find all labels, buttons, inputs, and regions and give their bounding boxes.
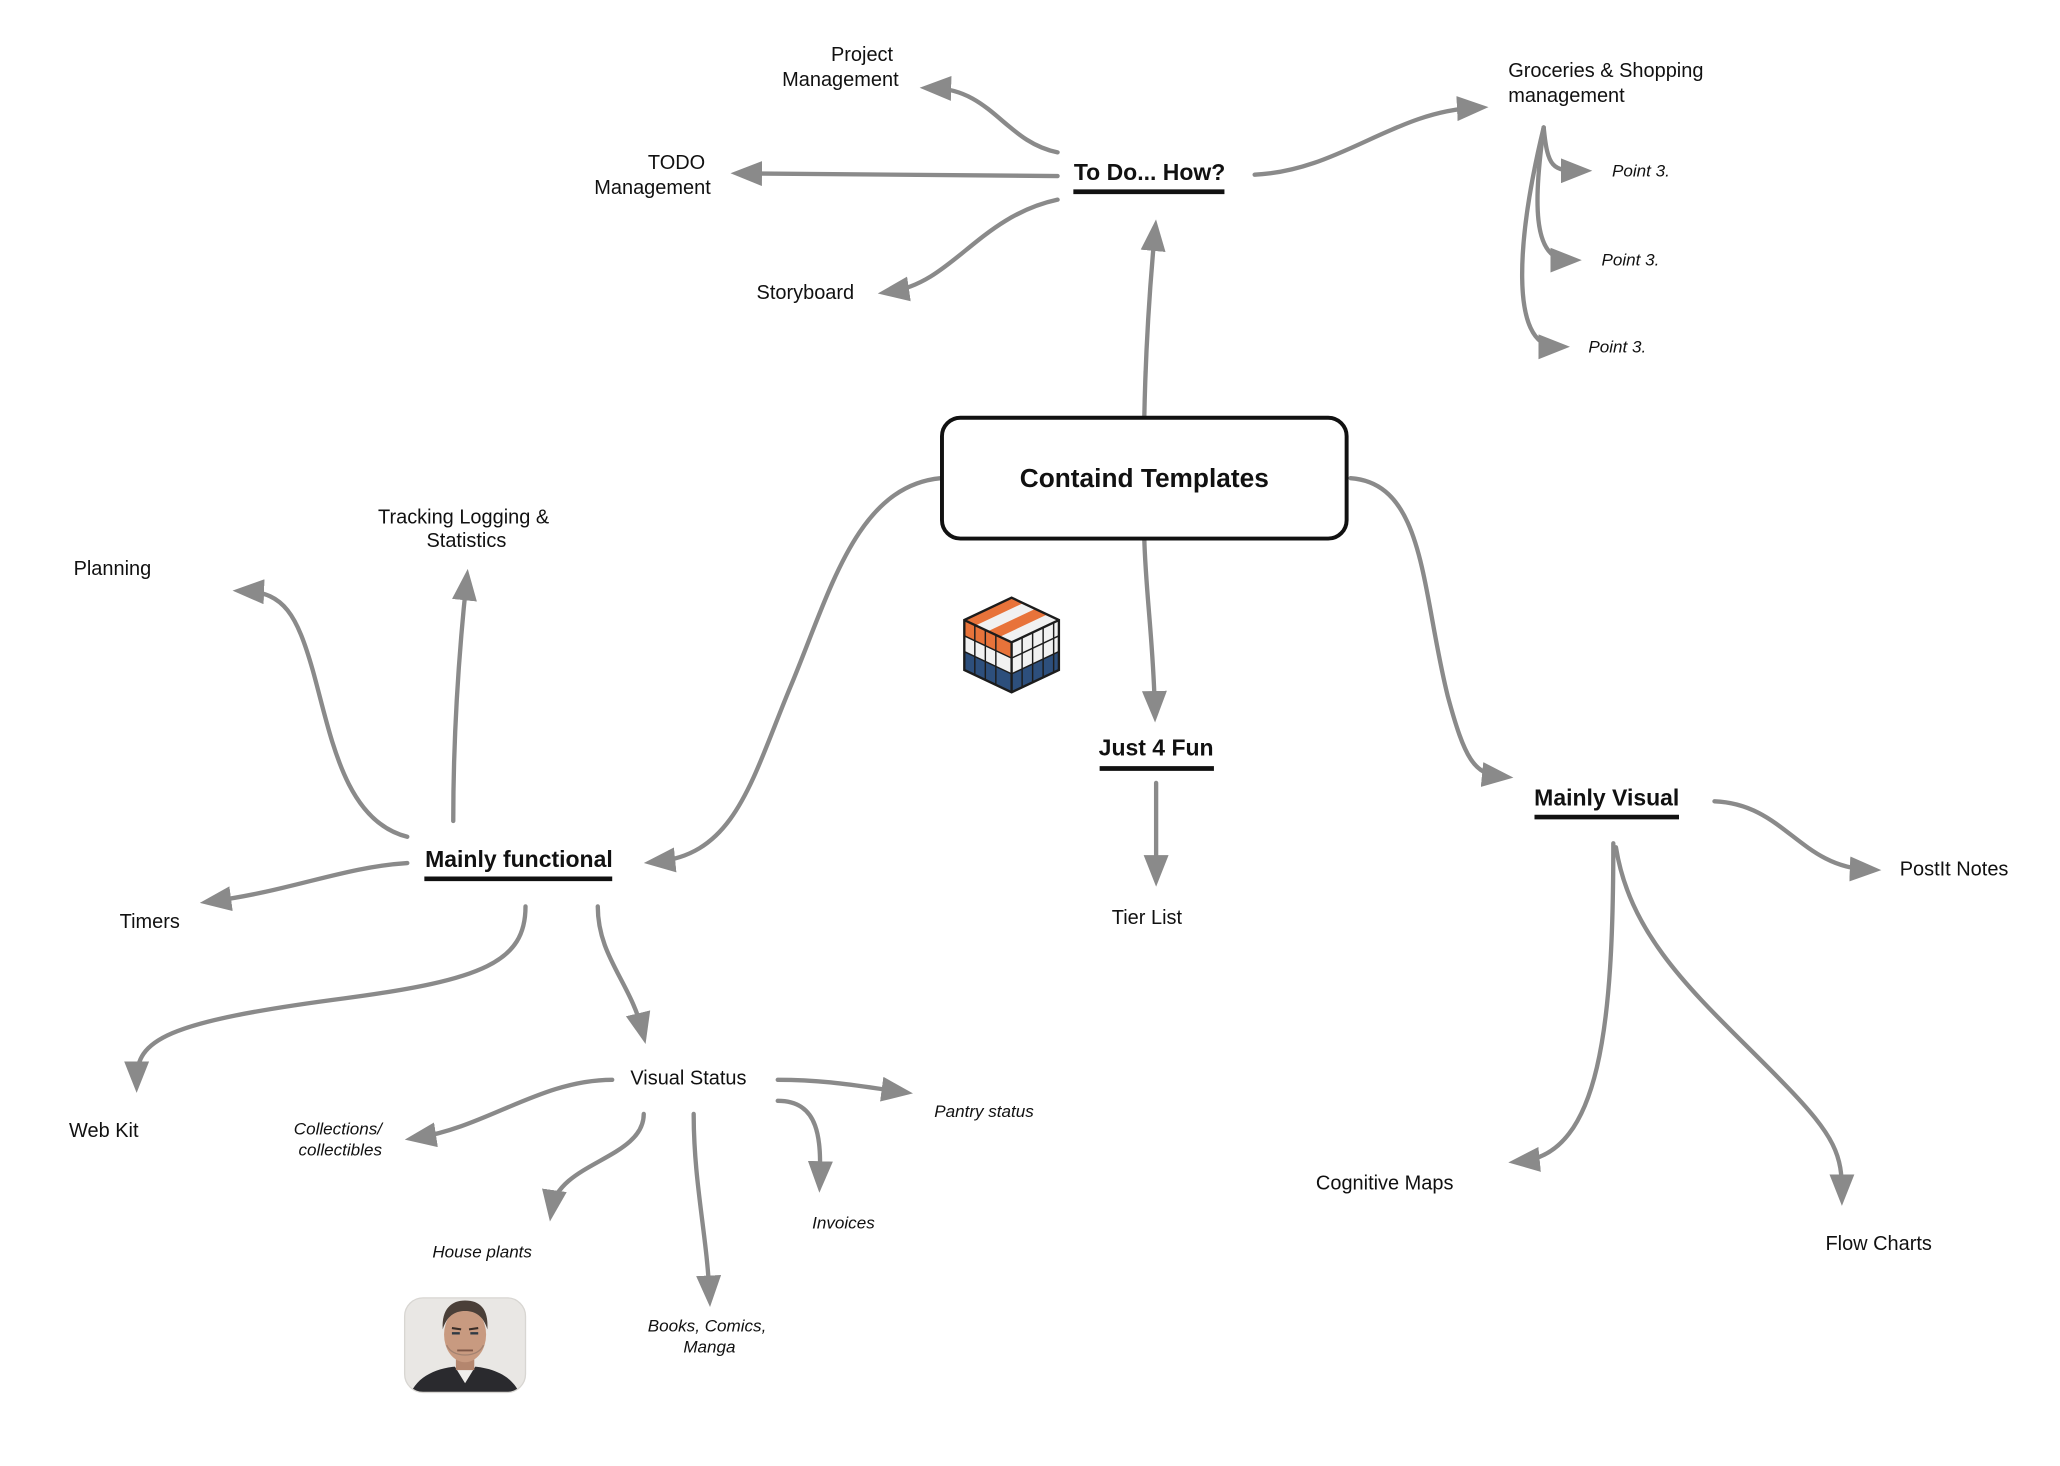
node-just-4-fun[interactable]: Just 4 Fun xyxy=(1099,734,1214,771)
root-node-label[interactable]: Containd Templates xyxy=(1020,463,1269,493)
arrow-functional-to-web-kit xyxy=(124,904,528,1093)
arrow-root-to-just-4-fun xyxy=(1141,536,1167,723)
node-todo-management-line-2: Management xyxy=(594,177,711,199)
node-groceries[interactable]: Groceries & Shopping management xyxy=(1508,60,1709,107)
node-planning[interactable]: Planning xyxy=(74,558,152,580)
arrow-todo-to-groceries xyxy=(1252,96,1489,177)
arrow-functional-to-timers xyxy=(199,860,410,912)
node-todo[interactable]: To Do... How? xyxy=(1073,159,1225,195)
node-point-1[interactable]: Point 3. xyxy=(1612,161,1670,180)
node-flow-charts[interactable]: Flow Charts xyxy=(1825,1233,1931,1255)
node-project-management-line-1: Project xyxy=(831,44,894,66)
arrow-visual-to-postit-notes xyxy=(1712,799,1882,882)
node-storyboard[interactable]: Storyboard xyxy=(757,282,855,304)
arrow-functional-to-visual-status xyxy=(595,904,651,1044)
node-just-4-fun-label[interactable]: Just 4 Fun xyxy=(1099,734,1214,760)
arrow-root-to-mainly-functional xyxy=(643,475,943,873)
portrait-avatar xyxy=(403,1297,527,1394)
node-postit-notes[interactable]: PostIt Notes xyxy=(1900,859,2009,881)
node-books-line-2: Manga xyxy=(683,1337,735,1356)
node-web-kit[interactable]: Web Kit xyxy=(69,1120,139,1142)
arrow-root-to-mainly-visual xyxy=(1348,475,1514,787)
node-pantry-status[interactable]: Pantry status xyxy=(934,1102,1034,1121)
arrow-visual-to-cognitive-maps xyxy=(1508,841,1616,1172)
node-cognitive-maps[interactable]: Cognitive Maps xyxy=(1316,1173,1454,1195)
node-groceries-line-1: Groceries & Shopping xyxy=(1508,60,1703,82)
node-books[interactable]: Books, Comics, Manga xyxy=(648,1316,771,1356)
node-tracking-line-2: Statistics xyxy=(426,530,506,552)
arrow-visual-to-flow-charts xyxy=(1613,845,1855,1206)
node-mainly-visual[interactable]: Mainly Visual xyxy=(1534,784,1679,820)
node-timers[interactable]: Timers xyxy=(120,911,180,933)
layered-cube-icon xyxy=(963,596,1061,694)
arrow-root-to-todo xyxy=(1140,219,1166,420)
arrow-status-to-books xyxy=(691,1111,722,1308)
node-point-2[interactable]: Point 3. xyxy=(1601,251,1659,270)
node-tier-list[interactable]: Tier List xyxy=(1112,907,1183,929)
arrow-functional-to-tracking xyxy=(451,568,477,824)
node-tracking-line-1: Tracking Logging & xyxy=(378,507,549,529)
node-collections[interactable]: Collections/ collectibles xyxy=(294,1119,387,1159)
node-house-plants[interactable]: House plants xyxy=(432,1242,532,1261)
arrow-status-to-collections xyxy=(404,1077,615,1148)
arrow-todo-to-storyboard xyxy=(877,197,1060,302)
node-mainly-functional-label[interactable]: Mainly functional xyxy=(425,846,613,872)
arrow-groceries-to-point-3 xyxy=(1520,125,1570,360)
node-visual-status[interactable]: Visual Status xyxy=(630,1067,746,1089)
node-invoices[interactable]: Invoices xyxy=(812,1213,875,1232)
node-mainly-visual-label[interactable]: Mainly Visual xyxy=(1534,784,1679,810)
node-project-management-line-2: Management xyxy=(782,69,899,91)
arrow-status-to-pantry-status xyxy=(775,1076,913,1102)
arrow-status-to-invoices xyxy=(775,1098,833,1193)
node-books-line-1: Books, Comics, xyxy=(648,1316,767,1335)
root-node[interactable]: Containd Templates xyxy=(940,415,1349,541)
node-todo-management-line-1: TODO xyxy=(648,152,705,174)
node-collections-line-2: collectibles xyxy=(299,1140,383,1159)
arrow-todo-to-project-management xyxy=(919,75,1060,155)
arrow-groceries-to-point-2 xyxy=(1535,125,1582,273)
node-todo-management[interactable]: TODO Management xyxy=(594,152,711,199)
arrow-status-to-house-plants xyxy=(542,1111,646,1222)
node-groceries-line-2: management xyxy=(1508,85,1625,107)
root-node-box[interactable] xyxy=(940,415,1349,541)
arrow-groceries-to-point-1 xyxy=(1541,125,1593,184)
node-todo-label[interactable]: To Do... How? xyxy=(1074,159,1225,185)
node-mainly-functional[interactable]: Mainly functional xyxy=(424,846,613,882)
arrow-todo-to-todo-management xyxy=(730,161,1060,187)
arrow-functional-to-planning xyxy=(232,579,410,839)
node-project-management[interactable]: Project Management xyxy=(782,44,899,91)
node-point-3[interactable]: Point 3. xyxy=(1588,337,1646,356)
node-tracking[interactable]: Tracking Logging & Statistics xyxy=(378,507,555,553)
connector-arrows xyxy=(124,75,1882,1308)
node-collections-line-1: Collections/ xyxy=(294,1119,384,1138)
